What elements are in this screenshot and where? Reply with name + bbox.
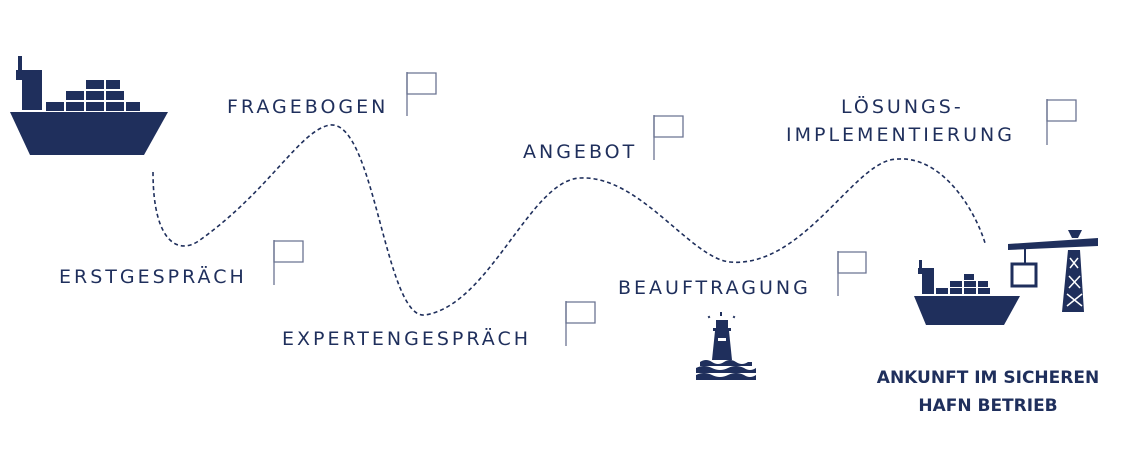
step-fragebogen: FRAGEBOGEN: [227, 96, 389, 118]
destination-line1: ANKUNFT IM SICHEREN: [876, 368, 1100, 388]
flag-icon: [565, 301, 596, 346]
flag-icon: [653, 115, 684, 160]
cargo-ship-icon: [10, 56, 168, 155]
flag-icon: [1046, 99, 1077, 145]
lighthouse-icon: [696, 312, 756, 380]
flag-icon: [837, 251, 867, 296]
destination-line2: HAFN BETRIEB: [918, 396, 1058, 416]
step-expertengespraech: EXPERTENGESPRÄCH: [282, 328, 532, 350]
step-erstgespraech: ERSTGESPRÄCH: [59, 266, 247, 288]
step-loesungs-line2: IMPLEMENTIERUNG: [786, 124, 1015, 146]
flag-icon: [406, 72, 437, 116]
step-angebot: ANGEBOT: [523, 141, 638, 163]
destination-title: ANKUNFT IM SICHEREN HAFN BETRIEB: [838, 364, 1138, 420]
step-loesungs-line1: LÖSUNGS-: [841, 96, 964, 118]
ship-with-crane-icon: [914, 230, 1098, 325]
step-beauftragung: BEAUFTRAGUNG: [618, 277, 811, 299]
dashed-route: [152, 124, 986, 316]
flag-icon: [273, 240, 304, 285]
